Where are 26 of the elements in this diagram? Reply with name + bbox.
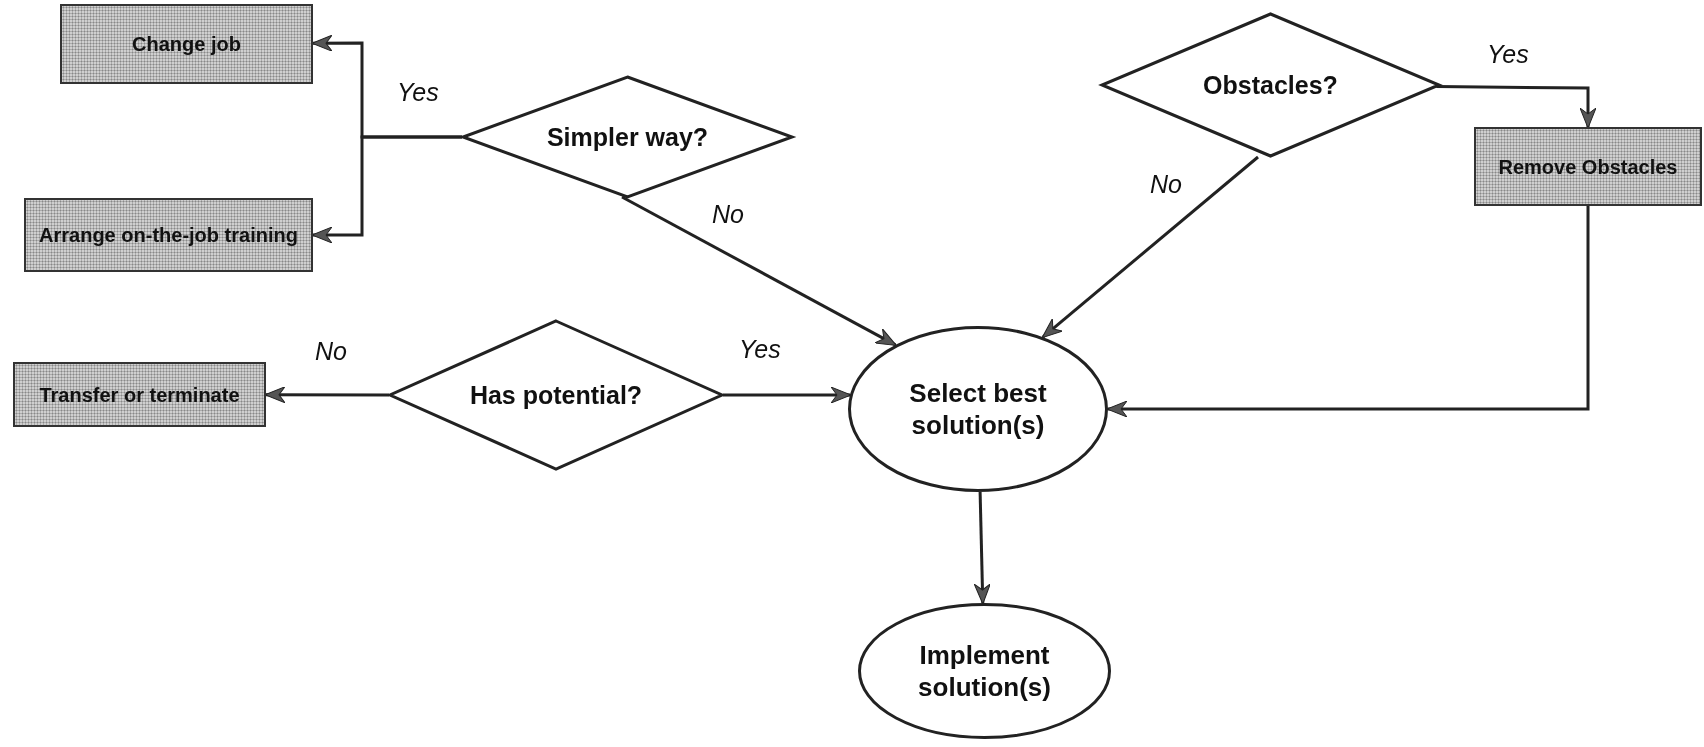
arrow	[1436, 85, 1597, 129]
arrow	[1106, 206, 1590, 418]
decision-diamond	[389, 320, 723, 470]
decision-diamond	[462, 76, 793, 198]
node-text: Implement solution(s)	[917, 638, 1052, 704]
process-box	[60, 4, 313, 84]
process-box	[1474, 127, 1702, 206]
node-text: Simpler way?	[546, 122, 709, 152]
arrow	[723, 386, 852, 404]
node-text: Select best solution(s)	[908, 376, 1048, 442]
node-text: Has potential?	[469, 380, 643, 410]
process-box	[13, 362, 266, 427]
node-text: Obstacles?	[1203, 70, 1338, 100]
arrow	[311, 135, 462, 244]
process-box	[24, 198, 313, 272]
arrow	[264, 386, 389, 404]
arrow	[973, 491, 991, 605]
terminal-ellipse	[848, 326, 1108, 492]
arrow	[621, 195, 897, 347]
terminal-ellipse	[858, 603, 1111, 739]
node-text: Change job	[132, 33, 241, 55]
node-text: Arrange on-the-job training	[39, 224, 298, 246]
node-text: Transfer or terminate	[39, 383, 240, 406]
arrow	[1041, 155, 1259, 339]
decision-diamond	[1101, 13, 1440, 157]
node-text: Remove Obstacles	[1498, 155, 1678, 178]
